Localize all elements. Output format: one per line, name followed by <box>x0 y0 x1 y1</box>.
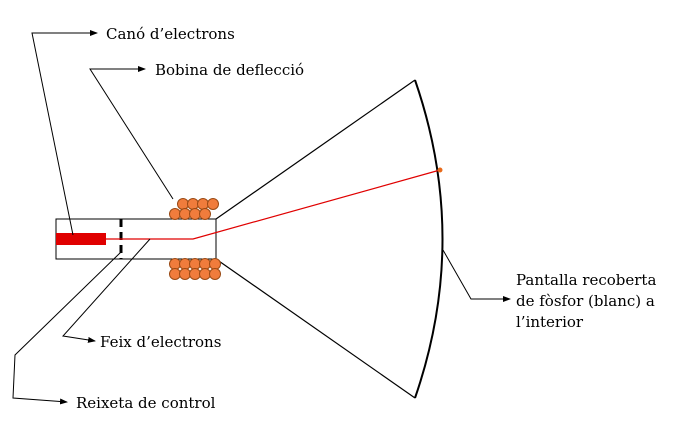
label-electron-beam: Feix d’electrons <box>100 333 221 351</box>
leader-deflection-coil <box>89 66 174 200</box>
leader-screen <box>442 249 511 302</box>
label-control-grid: Reixeta de control <box>76 394 216 412</box>
deflection-coil-bottom <box>169 258 221 280</box>
label-electron-gun: Canó d’electrons <box>106 25 235 43</box>
label-screen-line3: l’interior <box>516 313 584 331</box>
label-screen-line2: de fòsfor (blanc) a <box>516 292 655 310</box>
screen-face <box>414 79 444 399</box>
label-screen-line1: Pantalla recoberta <box>516 271 656 289</box>
leader-control-grid <box>12 251 122 405</box>
electron-gun <box>56 233 106 245</box>
tube-funnel-top <box>215 79 416 220</box>
leader-electron-gun <box>31 30 98 236</box>
tube-funnel-bottom <box>215 258 416 399</box>
label-deflection-coil: Bobina de deflecció <box>155 61 304 79</box>
deflection-coil-top <box>169 198 219 220</box>
electron-beam <box>106 169 441 240</box>
leader-electron-beam <box>62 238 151 343</box>
beam-impact-point <box>437 167 443 173</box>
